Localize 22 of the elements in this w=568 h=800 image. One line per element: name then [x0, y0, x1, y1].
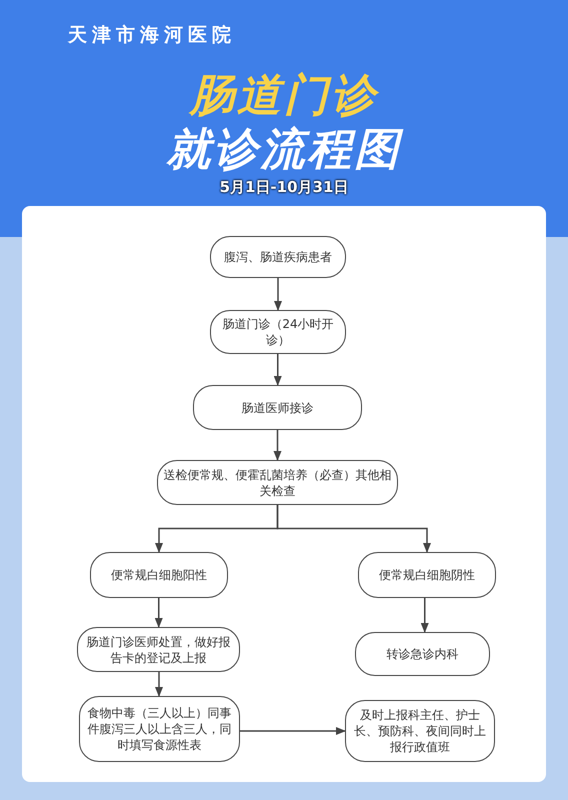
- process-box: 肠道门诊（24小时开诊）: [210, 310, 346, 354]
- process-box: 肠道医师接诊: [193, 385, 362, 430]
- arrow: [155, 672, 163, 697]
- process-box: 食物中毒（三人以上）同事件腹泻三人以上含三人，同时填写食源性表: [79, 696, 240, 762]
- process-box: 便常规白细胞阳性: [90, 552, 228, 598]
- arrow: [274, 430, 282, 461]
- arrow: [276, 505, 431, 553]
- process-box: 肠道门诊医师处置，做好报告卡的登记及上报: [77, 627, 240, 672]
- hospital-name: 天津市海河医院: [68, 23, 236, 48]
- arrow: [240, 727, 346, 735]
- arrow: [420, 598, 429, 633]
- title: 肠道门诊: [188, 69, 380, 123]
- process-box: 及时上报科主任、护士长、预防科、夜间同时上报行政值班: [345, 700, 495, 762]
- process-box: 腹泻、肠道疾病患者: [210, 236, 346, 278]
- title: 就诊流程图: [165, 123, 404, 177]
- process-box: 送检便常规、便霍乱菌培养（必查）其他相关检查: [157, 460, 398, 505]
- process-box: 转诊急诊内科: [355, 632, 490, 676]
- arrow: [274, 354, 282, 386]
- arrow: [274, 278, 282, 311]
- process-box: 便常规白细胞阴性: [358, 552, 496, 598]
- date-text: 5月1日-10月31日: [218, 178, 350, 197]
- arrow: [154, 598, 163, 628]
